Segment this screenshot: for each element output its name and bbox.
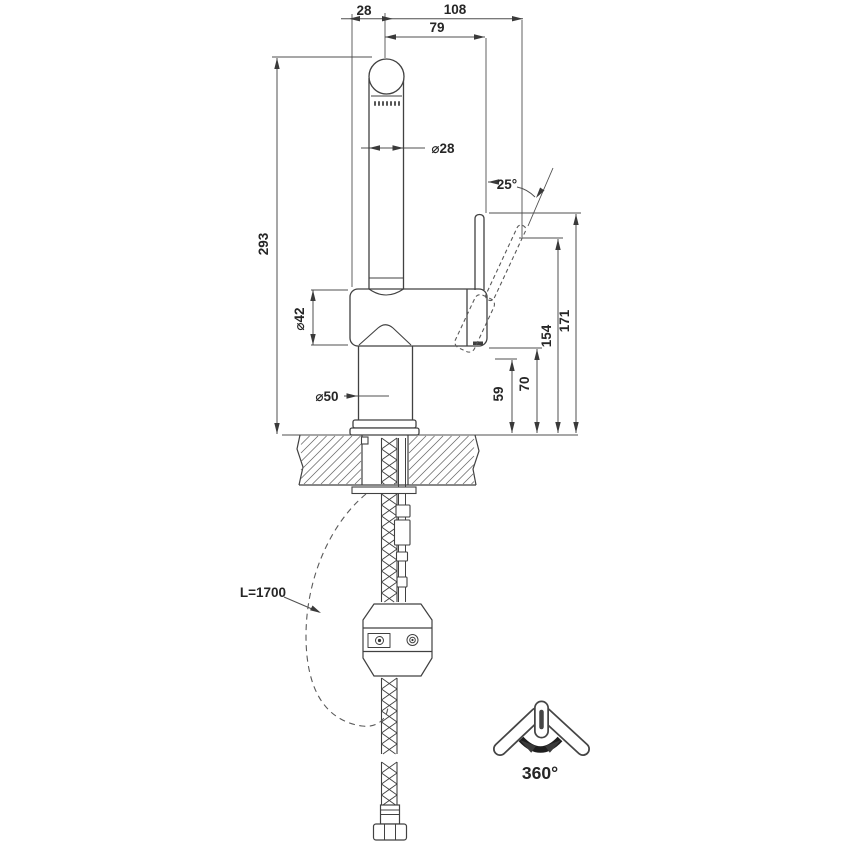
spout-head xyxy=(368,58,405,95)
hose-end-fitting xyxy=(372,804,408,841)
handle-lever xyxy=(474,213,485,290)
dim-label-108: 108 xyxy=(444,2,467,17)
flange-lower xyxy=(349,427,420,436)
pullout-hose-dashed xyxy=(305,493,389,727)
pipe-fitting-1 xyxy=(395,504,411,518)
dimension-arrowheads xyxy=(274,16,579,753)
weight-screw-right xyxy=(406,634,419,646)
riser-body-fillet xyxy=(368,288,404,296)
flange-upper xyxy=(352,419,417,429)
weight-screw-right-ring xyxy=(409,636,416,644)
dim-label-28: 28 xyxy=(356,3,372,18)
weight-screw-right-center xyxy=(411,638,414,642)
dim-label-154: 154 xyxy=(539,324,554,347)
mounting-stud xyxy=(360,436,369,445)
pipe-fitting-4 xyxy=(396,576,408,588)
handle-lever-phantom xyxy=(454,224,527,353)
rotation-label: 360° xyxy=(522,763,558,783)
dim-label-height-293: 293 xyxy=(256,232,271,255)
hose-length-label: L=1700 xyxy=(240,585,286,600)
mixer-body xyxy=(349,288,488,347)
weight-screw-left xyxy=(375,636,384,645)
braided-hose xyxy=(380,437,398,806)
pipe-fitting-2 xyxy=(393,519,411,546)
counter-left-edge xyxy=(296,434,304,486)
dim-label-70: 70 xyxy=(517,376,532,391)
dim-label-body-diameter: ⌀42 xyxy=(292,307,307,330)
weight-screw-left-center xyxy=(377,638,382,643)
counter-right-edge xyxy=(472,434,480,486)
cap-notch xyxy=(473,341,483,345)
angle-arc xyxy=(516,186,536,198)
dim-label-spout-diameter: ⌀28 xyxy=(431,141,455,156)
spout-top-view-arms xyxy=(493,700,590,756)
pipe-fitting-3 xyxy=(395,551,409,562)
base-transition xyxy=(358,324,412,346)
dim-label-base-diameter: ⌀50 xyxy=(315,389,338,404)
supply-assembly xyxy=(351,436,417,806)
counter-hatching xyxy=(300,435,475,485)
rotation-icon xyxy=(493,700,590,756)
dimension-labels: 28 108 79 ⌀28 25° 293 ⌀42 ⌀50 59 70 154 … xyxy=(240,2,572,783)
dim-label-59: 59 xyxy=(491,386,506,401)
dim-label-79: 79 xyxy=(429,20,444,35)
faucet-outline xyxy=(349,58,488,436)
tilted-axis-line xyxy=(527,167,554,227)
dim-label-angle: 25° xyxy=(497,177,517,192)
counterweight xyxy=(362,603,433,677)
mounting-plate xyxy=(351,486,417,495)
hex-nut xyxy=(372,823,408,841)
weight-body xyxy=(362,603,433,677)
dim-label-171: 171 xyxy=(557,309,572,332)
